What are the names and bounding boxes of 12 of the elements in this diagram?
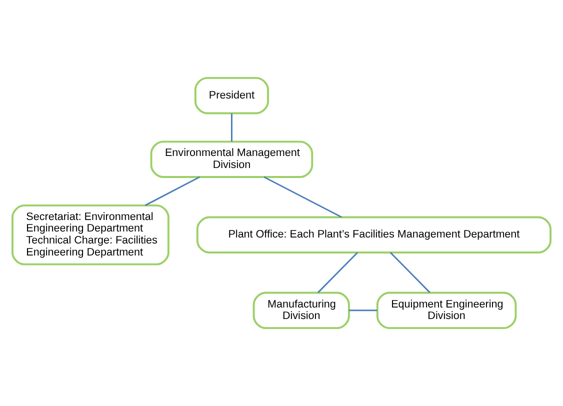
connector [230,113,232,142]
node-box: Plant Office: Each Plant’s Facilities Management Department [196,216,552,254]
connector [349,310,378,312]
node-box: Secretariat: Environmental Engineering Department Technical Charge: Facilities Engineering Department [11,204,170,266]
node-box: Environmental Management Division [150,140,314,178]
connector [144,176,200,206]
node-box: President [194,76,269,114]
node-box: Equipment Engineering Division [376,292,517,330]
connector [390,252,430,294]
connector [264,176,342,218]
node-box: Manufacturing Division [252,292,350,330]
connector [318,252,358,294]
